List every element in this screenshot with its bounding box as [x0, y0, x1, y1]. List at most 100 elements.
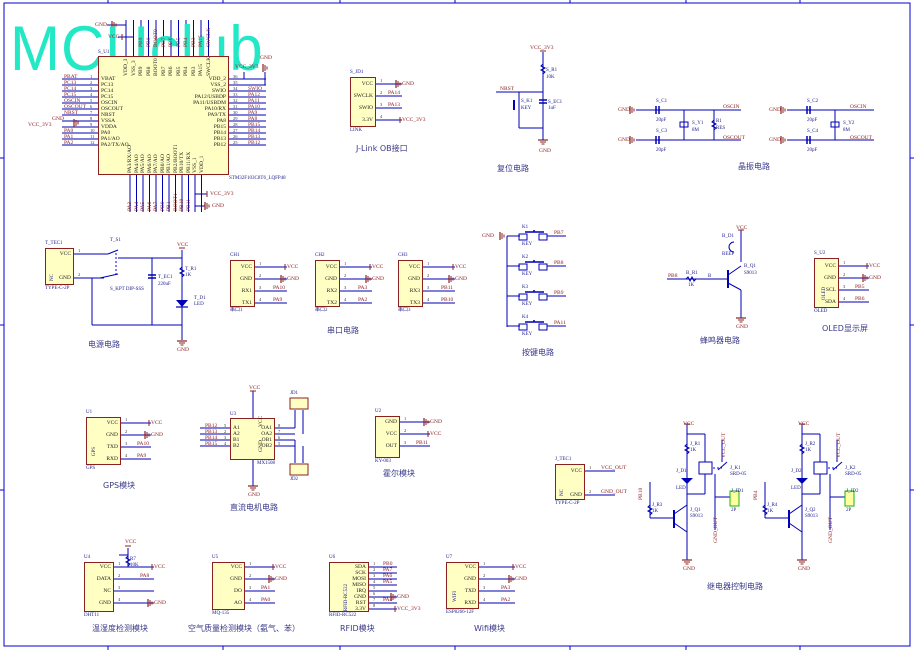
relay-qv-label: S9013 [805, 514, 818, 519]
pin-number: 8 [90, 116, 93, 121]
pin-number: 4 [380, 114, 383, 119]
motor-gnd-label: GND [248, 492, 260, 498]
relay-jdv-label: 2P [731, 508, 737, 513]
motor-pin-name: OB1 [261, 437, 272, 443]
power-label: S_KPT DIP-SSS [110, 287, 144, 292]
net-label-vcc: VCC [430, 431, 442, 437]
buzzer-label: GND [736, 324, 748, 330]
esp8266-module-part: ESP8266-12F [446, 610, 475, 615]
key-icon [518, 293, 528, 301]
mcu-pin-name: VSS_2 [210, 82, 226, 88]
crystal-label: GND [769, 137, 781, 143]
mq135-sensor-pin-name: AO [234, 600, 242, 606]
mcu-pin-name: PB14 [213, 130, 226, 136]
pin-number: 1 [483, 561, 486, 566]
net-label-gnd: GND [397, 594, 409, 600]
power-title: 电源电路 [88, 340, 120, 349]
oled-connector-pin-name: GND [824, 275, 836, 281]
crystal-label: RES [716, 126, 726, 131]
pin-number: 7 [373, 597, 376, 602]
key-icon [538, 293, 548, 301]
key-icon [538, 233, 548, 241]
esp8266-module-pin-name: VCC [464, 564, 476, 570]
net-label: PB0 [383, 561, 393, 567]
serial-port-3-part: 串口3 [398, 308, 411, 313]
mcu-pin-name: PC14 [101, 88, 114, 94]
rfid-module-pin-name: 3.3V [355, 606, 366, 612]
buzzer-label: S9013 [744, 271, 757, 276]
relay-rbv-label: 1K [767, 509, 774, 514]
relay-kv-label: SRD-05 [730, 472, 747, 477]
net-label: PC14 [64, 86, 77, 92]
buzzer-icon [728, 241, 735, 253]
mcu-pin-name: SWCLK [205, 56, 212, 76]
net-label: PB12 [205, 423, 218, 429]
gps-module-inner-label: GPS [92, 446, 98, 457]
pin-number: 1 [78, 248, 81, 253]
relay-gnd-label: GND [798, 566, 810, 572]
pin-number: 3 [249, 585, 252, 590]
gps-module [86, 417, 121, 465]
reset-label: KEY [521, 106, 532, 111]
relay-rv-label: 1K [805, 448, 812, 453]
pin-number: 1 [373, 561, 376, 566]
motor-connector-jd2 [289, 463, 309, 476]
pin-number: 3 [224, 435, 227, 440]
net-label: OSCOUT [64, 104, 87, 110]
relay-d-label: J_D2 [791, 469, 802, 474]
esp8266-module-ref: U7 [446, 555, 453, 560]
mq135-sensor [212, 562, 245, 610]
relay-gnd-label: GND [683, 566, 695, 572]
relay-rv-label: 1K [690, 448, 697, 453]
hall-sensor-part: KY-003 [375, 459, 391, 464]
net-label: PA5 [140, 201, 146, 211]
power-label: 220uF [158, 282, 171, 287]
relay-vcc-out-label: VCC_OUT [721, 432, 727, 458]
buzzer-label: BEEP [722, 252, 735, 257]
mcu-pin-name: PA10/RX [204, 106, 226, 112]
gps-module-pin-name: VCC [106, 420, 118, 426]
pin-number: 2 [125, 429, 128, 434]
pin-number: 2 [373, 567, 376, 572]
net-label: PB7 [160, 37, 167, 47]
esp8266-module [446, 562, 479, 609]
mq135-sensor-pin-name: GND [230, 576, 242, 582]
switch-icon [107, 249, 119, 255]
mcu-pin-name: PB10/TX [179, 151, 185, 173]
crystal-label: 20pF [656, 118, 667, 123]
reset-label: 10K [546, 75, 555, 80]
transistor-icon [727, 282, 742, 291]
mcu-pin-name: PA12/USBDP [194, 94, 226, 100]
net-label: OSCIN [64, 98, 81, 104]
motor-vcc-pin: VCC [258, 415, 264, 427]
power-label: T_EC1 [158, 275, 173, 280]
motor-pin-name: OA2 [261, 431, 272, 437]
serial-port-1-pin-name: GND [240, 276, 252, 282]
jlink-connector-pin-name: SWCLK [353, 93, 373, 99]
pin-number: 2 [589, 489, 592, 494]
pin-number: 3 [118, 585, 121, 590]
power-typec-connector-ref: T_TEC1 [45, 241, 63, 246]
dht11-sensor-part: DHT11 [84, 613, 100, 618]
mcu-pin-name: OSCIN [101, 100, 118, 106]
relay-rbv-label: 1K [652, 509, 659, 514]
mcu-pin-name: VDDA [101, 124, 117, 130]
reset-label: GND [539, 148, 551, 154]
pin-number: 3 [843, 284, 846, 289]
net-label: BOOT0 [153, 29, 159, 47]
net-label: PA13 [388, 102, 401, 108]
crystal-label: GND [769, 107, 781, 113]
pin-number: 2 [427, 273, 430, 278]
pin-number: 8 [278, 423, 281, 428]
crystal-label: 8M [692, 128, 699, 133]
serial-port-1-pin-name: TX1 [241, 300, 252, 306]
crystal-label: OSCOUT [850, 135, 873, 141]
net-label: PB10 [441, 297, 454, 303]
mcu-chip [98, 56, 229, 175]
crystal-label: OSCOUT [723, 135, 746, 141]
dht11-sensor-pin-name: VCC [99, 564, 111, 570]
net-label: PC15 [64, 92, 77, 98]
hall-sensor-pin-name: OUT [385, 443, 397, 449]
mcu-pin-name: PA7/AO [153, 154, 159, 173]
jd1-ref: JD1 [290, 391, 299, 396]
